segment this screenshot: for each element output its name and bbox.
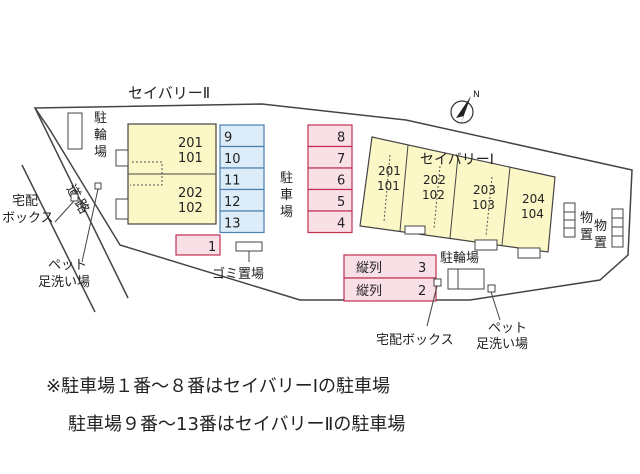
parking-space-number: 12 [224, 195, 241, 210]
delivery-box-left-marker [70, 193, 79, 202]
tandem-label: 縦列 [356, 284, 382, 299]
tandem-number: 3 [418, 261, 426, 276]
map-title: セイバリーⅡ [128, 84, 210, 102]
tandem-parking: 縦列 3 縦列 2 [343, 254, 437, 302]
parking-space-number: 1 [208, 240, 216, 255]
building-1-unit-lower: 103 [472, 198, 495, 212]
parking-pink-group: 8 7 6 5 4 [307, 124, 353, 234]
pet-wash-right-label: ペット足洗い場 [476, 321, 528, 352]
bike-parking-left [67, 112, 83, 150]
parking-blue-group: 9 10 11 12 13 [219, 124, 265, 234]
building-1-unit-upper: 203 [473, 183, 496, 197]
parking-space [307, 188, 353, 212]
delivery-box-right-marker [433, 278, 442, 287]
parking-space-number: 6 [337, 174, 345, 189]
compass-north-icon: N [450, 90, 480, 126]
parking-space [307, 210, 353, 234]
pet-wash-right-marker [487, 284, 496, 293]
building-2-unit-upper: 201 [178, 136, 203, 151]
building-2-unit-lower: 101 [178, 151, 203, 166]
parking-space-number: 10 [224, 152, 241, 167]
parking-space-number: 9 [224, 131, 232, 146]
building-1-unit-upper: 204 [522, 192, 545, 206]
building-2-unit-upper: 202 [178, 186, 203, 201]
tandem-number: 2 [418, 284, 426, 299]
parking-space [307, 124, 353, 148]
compass-label: N [473, 90, 480, 100]
building-2: 201 101 202 102 [115, 123, 217, 225]
parking-space [307, 167, 353, 191]
building-1-unit-upper: 202 [423, 173, 446, 187]
parking-space-number: 11 [224, 174, 241, 189]
leader-line [426, 285, 438, 327]
garbage-station [235, 241, 263, 252]
parking-space [307, 145, 353, 169]
parking-space-number: 4 [337, 217, 345, 232]
parking-space-number: 5 [337, 195, 345, 210]
building-2-unit-lower: 102 [178, 201, 203, 216]
leader-line [81, 188, 99, 263]
note-line-1: ※駐車場１番～８番はセイバリーⅠの駐車場 [46, 376, 391, 397]
parking-space [175, 234, 221, 256]
parking-space-number: 8 [337, 131, 345, 146]
storage-right-label: 物置 [594, 219, 607, 251]
delivery-box-left-label: 宅配ボックス [2, 194, 54, 226]
road-edge-outer [21, 164, 96, 313]
note-line-2: 駐車場９番～13番はセイバリーⅡの駐車場 [68, 414, 406, 435]
parking-space-number: 13 [224, 217, 241, 232]
bike-parking-right [447, 268, 485, 290]
garbage-label: ゴミ置場 [212, 266, 264, 282]
pet-wash-left-marker [94, 182, 102, 190]
bike-parking-left-label: 駐輪場 [94, 111, 107, 160]
storage-left-label: 物置 [580, 211, 593, 243]
bike-parking-right-label: 駐輪場 [440, 250, 479, 266]
parking-label: 駐車場 [280, 171, 293, 220]
building-1-unit-lower: 102 [422, 188, 445, 202]
building-1-unit-upper: 201 [378, 164, 401, 178]
storage-right [611, 208, 624, 248]
building-1: セイバリーⅠ 201 101 202 102 203 103 204 104 [359, 136, 556, 259]
delivery-box-right-label: 宅配ボックス [376, 333, 454, 348]
building-1-name: セイバリーⅠ [420, 152, 494, 168]
building-1-unit-lower: 104 [521, 207, 544, 221]
parking-space [219, 210, 265, 234]
storage-left [563, 202, 576, 238]
building-1-unit-lower: 101 [377, 179, 400, 193]
parking-space-number: 7 [337, 152, 345, 167]
road-edge-inner [34, 107, 129, 299]
leader-line [54, 200, 75, 223]
leader-line [490, 291, 501, 321]
tandem-label: 縦列 [356, 261, 382, 276]
pet-wash-left-label: ペット足洗い場 [38, 258, 90, 290]
